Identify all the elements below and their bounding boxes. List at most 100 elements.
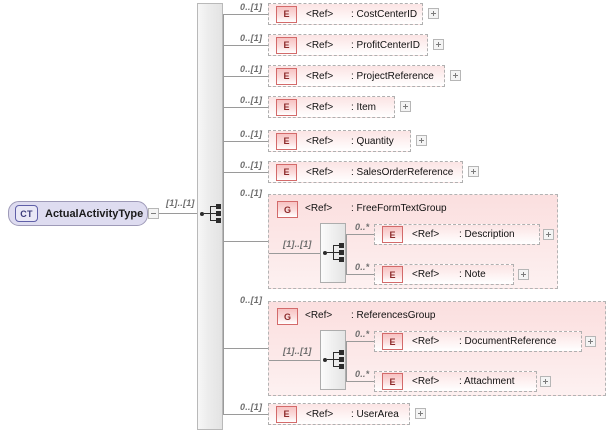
sequence-dot bbox=[200, 212, 204, 216]
element-name-label: : DocumentReference bbox=[459, 336, 557, 347]
group-name-label: : FreeFormTextGroup bbox=[351, 203, 447, 214]
connector-child bbox=[346, 381, 374, 382]
occurrence-label: 0..[1] bbox=[240, 64, 263, 74]
sequence-node-square bbox=[216, 218, 221, 223]
element-ref-label: <Ref> bbox=[306, 8, 334, 20]
sequence-branch bbox=[333, 359, 339, 360]
collapse-toggle-root[interactable] bbox=[148, 208, 159, 219]
sequence-branch bbox=[210, 206, 216, 207]
occurrence-label-description: 0..* bbox=[355, 222, 370, 232]
connector-child bbox=[346, 274, 374, 275]
connector-root-to-sequence bbox=[159, 213, 197, 214]
element-badge-icon: E bbox=[382, 333, 403, 350]
group-badge-icon: G bbox=[277, 308, 298, 325]
element-node-projectreference[interactable]: E <Ref> : ProjectReference bbox=[268, 65, 445, 87]
sequence-branch bbox=[333, 252, 339, 253]
expand-toggle-salesorderreference[interactable] bbox=[468, 166, 479, 177]
occurrence-inner-referencesgroup: [1]..[1] bbox=[283, 346, 312, 356]
element-ref-label: <Ref> bbox=[306, 408, 334, 420]
element-node-userarea[interactable]: E <Ref> : UserArea bbox=[268, 403, 410, 425]
sequence-branch bbox=[333, 259, 339, 260]
element-node-documentreference[interactable]: E <Ref> : DocumentReference bbox=[374, 331, 582, 352]
sequence-branch bbox=[333, 366, 339, 367]
occurrence-inner-freeformtextgroup: [1]..[1] bbox=[283, 239, 312, 249]
sequence-node-square bbox=[339, 357, 344, 362]
sequence-dot bbox=[323, 251, 327, 255]
expand-toggle-profitcenterid[interactable] bbox=[433, 39, 444, 50]
connector-row bbox=[223, 241, 268, 242]
occurrence-label-documentreference: 0..* bbox=[355, 329, 370, 339]
occurrence-label-note: 0..* bbox=[355, 262, 370, 272]
connector-group-spine bbox=[346, 341, 347, 381]
expand-toggle-costcenterid[interactable] bbox=[428, 8, 439, 19]
connector-child bbox=[346, 234, 374, 235]
sequence-compositor-icon-freeformtextgroup[interactable] bbox=[323, 243, 345, 263]
element-ref-label: <Ref> bbox=[306, 166, 334, 178]
element-ref-label: <Ref> bbox=[412, 376, 440, 387]
occurrence-root: [1]..[1] bbox=[166, 198, 195, 208]
connector-row bbox=[223, 348, 268, 349]
sequence-node-square bbox=[339, 350, 344, 355]
element-badge-icon: E bbox=[276, 98, 297, 116]
expand-toggle-userarea[interactable] bbox=[415, 408, 426, 419]
element-name-label: : Attachment bbox=[459, 376, 515, 387]
connector-row bbox=[223, 414, 268, 415]
element-ref-label: <Ref> bbox=[306, 70, 334, 82]
sequence-branch bbox=[333, 245, 339, 246]
group-name-label: : ReferencesGroup bbox=[351, 310, 436, 321]
element-node-attachment[interactable]: E <Ref> : Attachment bbox=[374, 371, 537, 392]
sequence-node-square bbox=[339, 257, 344, 262]
sequence-branch bbox=[333, 352, 339, 353]
element-node-description[interactable]: E <Ref> : Description bbox=[374, 224, 540, 245]
expand-toggle-projectreference[interactable] bbox=[450, 70, 461, 81]
group-node-freeformtextgroup[interactable]: G <Ref> : FreeFormTextGroup [1]..[1] 0..… bbox=[268, 194, 558, 289]
element-badge-icon: E bbox=[276, 36, 297, 54]
complextype-badge-icon: CT bbox=[15, 205, 38, 222]
expand-toggle-note[interactable] bbox=[518, 269, 529, 280]
element-badge-icon: E bbox=[382, 226, 403, 243]
group-node-referencesgroup[interactable]: G <Ref> : ReferencesGroup [1]..[1] 0..* … bbox=[268, 301, 606, 396]
complextype-node-actualactivitytype[interactable]: CT ActualActivityType bbox=[8, 201, 148, 226]
expand-toggle-attachment[interactable] bbox=[540, 376, 551, 387]
element-node-note[interactable]: E <Ref> : Note bbox=[374, 264, 514, 285]
element-name-label: : ProjectReference bbox=[351, 70, 434, 82]
element-name-label: : Note bbox=[459, 269, 486, 280]
group-ref-label: <Ref> bbox=[305, 310, 333, 321]
sequence-compositor-icon-referencesgroup[interactable] bbox=[323, 350, 345, 370]
element-node-profitcenterid[interactable]: E <Ref> : ProfitCenterID bbox=[268, 34, 428, 56]
sequence-branch bbox=[210, 213, 216, 214]
connector-row bbox=[223, 45, 268, 46]
sequence-node-square bbox=[216, 211, 221, 216]
expand-toggle-description[interactable] bbox=[543, 229, 554, 240]
sequence-branch bbox=[210, 220, 216, 221]
element-name-label: : Description bbox=[459, 229, 515, 240]
occurrence-label: 0..[1] bbox=[240, 188, 263, 198]
connector-vertical-spine bbox=[223, 14, 224, 414]
element-node-salesorderreference[interactable]: E <Ref> : SalesOrderReference bbox=[268, 161, 463, 183]
element-name-label: : CostCenterID bbox=[351, 8, 418, 20]
sequence-stem bbox=[204, 213, 210, 214]
connector-group-inner bbox=[269, 360, 320, 361]
element-node-quantity[interactable]: E <Ref> : Quantity bbox=[268, 130, 411, 152]
element-node-item[interactable]: E <Ref> : Item bbox=[268, 96, 395, 118]
sequence-dot bbox=[323, 358, 327, 362]
sequence-node-square bbox=[216, 204, 221, 209]
element-name-label: : SalesOrderReference bbox=[351, 166, 454, 178]
sequence-node-square bbox=[339, 243, 344, 248]
sequence-compositor-icon-root[interactable] bbox=[200, 204, 222, 224]
connector-row bbox=[223, 141, 268, 142]
occurrence-label: 0..[1] bbox=[240, 402, 263, 412]
sequence-node-square bbox=[339, 250, 344, 255]
occurrence-label: 0..[1] bbox=[240, 2, 263, 12]
connector-child bbox=[346, 341, 374, 342]
sequence-stem bbox=[327, 359, 333, 360]
group-badge-icon: G bbox=[277, 201, 298, 218]
occurrence-label: 0..[1] bbox=[240, 33, 263, 43]
expand-toggle-item[interactable] bbox=[400, 101, 411, 112]
element-node-costcenterid[interactable]: E <Ref> : CostCenterID bbox=[268, 3, 423, 25]
expand-toggle-documentreference[interactable] bbox=[585, 336, 596, 347]
element-badge-icon: E bbox=[382, 266, 403, 283]
expand-toggle-quantity[interactable] bbox=[416, 135, 427, 146]
element-ref-label: <Ref> bbox=[412, 336, 440, 347]
